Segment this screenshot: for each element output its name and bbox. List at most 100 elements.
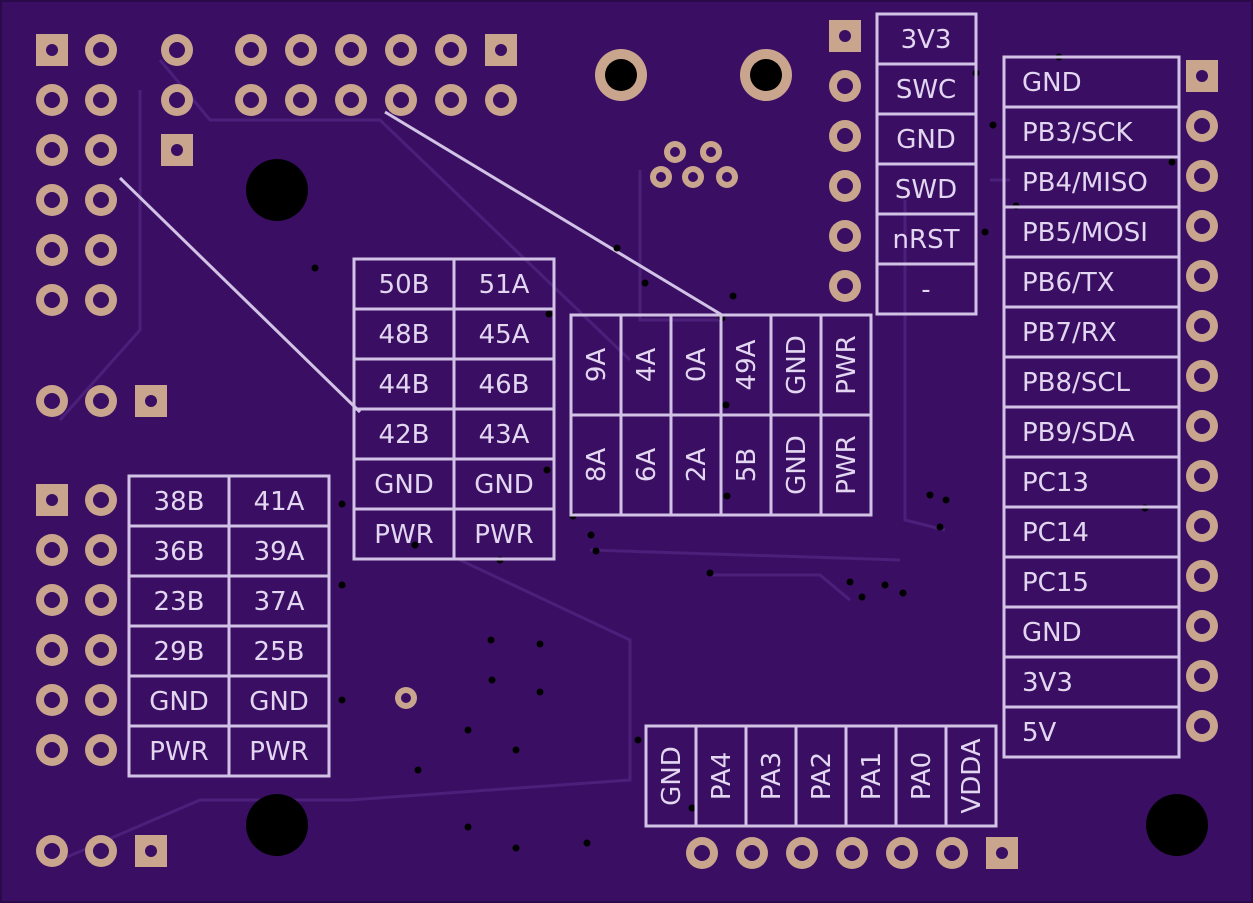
pad-hole <box>93 393 109 409</box>
vertical-label: 49A <box>732 339 762 390</box>
via <box>899 589 907 597</box>
pad-hole <box>996 847 1008 859</box>
header-pads <box>36 20 1218 869</box>
pad-hole <box>794 845 810 861</box>
pad-hole <box>44 142 60 158</box>
pad-hole <box>93 492 109 508</box>
grid-label: PWR <box>474 520 533 550</box>
pad-hole <box>169 42 185 58</box>
pin-label: GND <box>1022 618 1082 648</box>
vertical-label: GND <box>782 335 812 395</box>
via <box>1168 158 1176 166</box>
pin-label: GND <box>1022 68 1082 98</box>
vertical-label: 9A <box>582 348 612 383</box>
pad-hole <box>694 845 710 861</box>
pad-hole <box>1194 118 1210 134</box>
via <box>592 547 600 555</box>
via <box>722 401 730 409</box>
via <box>641 279 649 287</box>
swd-label: - <box>921 275 930 305</box>
vertical-label: 0A <box>682 348 712 383</box>
pad-hole <box>1194 368 1210 384</box>
pad-hole <box>243 92 259 108</box>
pad-hole <box>670 147 680 157</box>
vertical-label: PWR <box>832 435 862 494</box>
leader-line-left <box>118 176 362 414</box>
pad-hole <box>837 78 853 94</box>
vertical-label: 4A <box>632 348 662 383</box>
vertical-label: 8A <box>582 448 612 483</box>
pad-hole <box>93 242 109 258</box>
pin-label: PB9/SDA <box>1022 418 1135 448</box>
pad-hole <box>293 92 309 108</box>
grid-label: 36B <box>154 537 205 567</box>
swd-header-labels: 3V3 SWC GND SWD nRST - <box>875 12 978 316</box>
pad-hole <box>93 92 109 108</box>
via <box>881 581 889 589</box>
vertical-label: PWR <box>832 335 862 394</box>
pad-hole <box>44 192 60 208</box>
pad-hole <box>1194 468 1210 484</box>
vertical-label: 6A <box>632 448 662 483</box>
grid-label: 23B <box>154 587 205 617</box>
pad-hole <box>837 128 853 144</box>
pad-hole <box>93 692 109 708</box>
swd-label: nRST <box>893 225 960 255</box>
pad-hole <box>44 542 60 558</box>
pin-label: PC14 <box>1022 518 1089 548</box>
grid-label: PWR <box>249 737 308 767</box>
pad-hole <box>93 42 109 58</box>
swd-label: SWC <box>896 75 956 105</box>
pad-hole <box>393 42 409 58</box>
grid-label: 44B <box>379 370 430 400</box>
pad-hole <box>844 845 860 861</box>
pad-hole <box>839 30 851 42</box>
via <box>338 500 346 508</box>
pad-hole <box>1194 318 1210 334</box>
grid-label: PWR <box>149 737 208 767</box>
grid-label: 43A <box>479 420 530 450</box>
mounting-holes <box>246 159 1208 856</box>
pad-hole <box>1194 418 1210 434</box>
right-header-labels: GND PB3/SCK PB4/MISO PB5/MOSI PB6/TX PB7… <box>1002 55 1181 759</box>
via <box>543 466 551 474</box>
via <box>846 578 854 586</box>
swd-label: GND <box>896 125 956 155</box>
pin-label: PB7/RX <box>1022 318 1117 348</box>
grid-label: 38B <box>154 487 205 517</box>
pad-hole <box>44 292 60 308</box>
pad-hole <box>171 144 183 156</box>
pad-hole <box>44 642 60 658</box>
pad-hole <box>145 395 157 407</box>
pad-hole <box>688 172 698 182</box>
leader-line-center <box>384 110 723 317</box>
via <box>936 523 944 531</box>
pad-hole <box>93 542 109 558</box>
via <box>583 839 591 847</box>
pad-hole <box>1194 518 1210 534</box>
pad-hole <box>443 92 459 108</box>
via <box>729 292 737 300</box>
pad-hole <box>1194 168 1210 184</box>
grid-label: 46B <box>479 370 530 400</box>
pad-hole <box>44 92 60 108</box>
via <box>545 310 553 318</box>
via <box>989 121 997 129</box>
pad-hole <box>1194 568 1210 584</box>
via <box>338 696 346 704</box>
pad-hole <box>706 147 716 157</box>
pad-hole <box>894 845 910 861</box>
pad-hole <box>169 92 185 108</box>
via <box>981 228 989 236</box>
via <box>464 726 472 734</box>
via <box>858 593 866 601</box>
pin-label: 3V3 <box>1022 668 1073 698</box>
via <box>634 736 642 744</box>
via <box>706 569 714 577</box>
pad-hole <box>343 92 359 108</box>
via <box>613 244 621 252</box>
pad-hole <box>1196 70 1208 82</box>
pin-label: PC15 <box>1022 568 1089 598</box>
pad-hole <box>93 192 109 208</box>
